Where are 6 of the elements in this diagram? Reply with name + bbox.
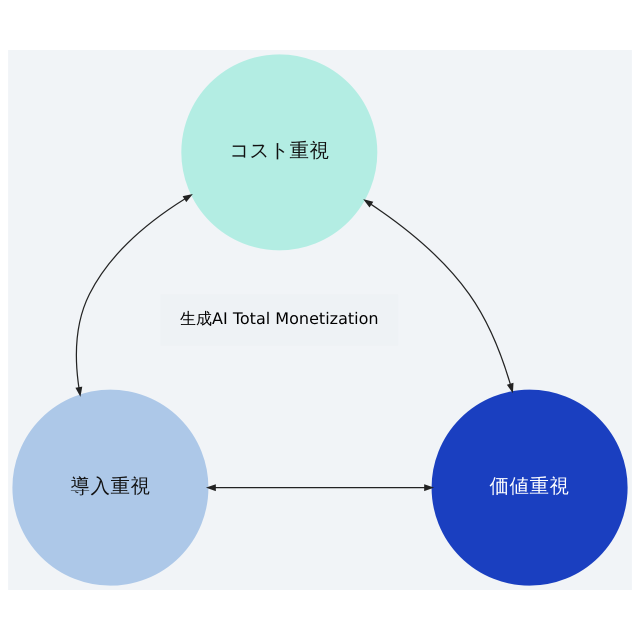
node-circle: 価値重視: [432, 390, 628, 586]
arrow: [75, 194, 193, 397]
arrow: [206, 484, 434, 492]
label: 生成AI Total Monetization: [180, 309, 379, 328]
arrow: [363, 199, 514, 394]
node-circle: 導入重視: [12, 390, 208, 586]
